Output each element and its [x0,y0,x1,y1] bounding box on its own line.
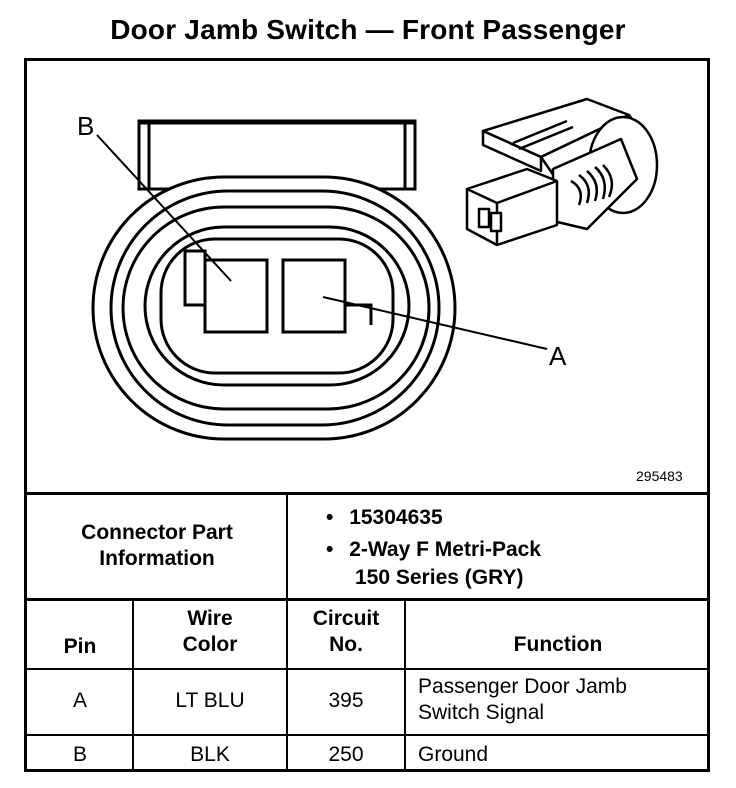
figure-number: 295483 [636,468,683,484]
header-wire-color: Wire Color [134,606,286,658]
header-circuit-line1: Circuit [312,607,380,630]
header-circuit: Circuit No. [288,606,404,658]
connector-info-bullet-2: • 2-Way F Metri-Pack [326,536,541,563]
header-function: Function [513,633,603,656]
connector-info-label-line1: Connector Part [81,521,233,544]
header-wire-color-line1: Wire [187,607,233,630]
rule-figure-bottom [24,492,710,495]
connector-info-label: Connector Part Information [28,520,286,572]
row-a-circuit: 395 [328,689,364,712]
header-circuit-line2: No. [329,633,363,656]
connector-description-line1: 2-Way F Metri-Pack [349,538,541,561]
callout-a-label: A [549,341,567,371]
connector-description-line2: 150 Series (GRY) [355,566,524,589]
connector-info-bullet-1: • 15304635 [326,504,443,531]
header-pin: Pin [63,635,97,658]
connector-info-label-line2: Information [99,547,215,570]
rule-col-circuit [404,600,406,770]
row-a-function-line1: Passenger Door Jamb [418,675,627,698]
rule-row-a-bottom [24,734,710,736]
callout-b-label: B [77,111,94,141]
row-b-function: Ground [418,743,489,766]
row-b-wire-color: BLK [190,743,230,766]
bullet-marker: • [326,506,334,529]
rule-info-split [286,494,288,770]
row-a-function-line2: Switch Signal [418,701,545,724]
row-a-wire-color: LT BLU [175,689,245,712]
connector-illustration: B A [27,61,707,493]
connector-face [91,119,457,441]
row-b-circuit: 250 [328,743,364,766]
part-number: 15304635 [349,506,443,529]
diagram-frame [24,58,710,772]
rule-connector-info-bottom [24,598,710,601]
row-a-pin: A [72,689,87,712]
callout-a-leader [322,296,548,350]
page-title: Door Jamb Switch — Front Passenger [110,14,626,45]
row-a-function: Passenger Door Jamb Switch Signal [418,674,627,726]
header-wire-color-line2: Color [182,633,238,656]
connector-iso-view [465,97,659,247]
callout-b-leader [96,134,232,282]
row-b-pin: B [72,743,87,766]
bullet-marker: • [326,538,334,561]
rule-col-pin [132,600,134,770]
rule-header-bottom [24,668,710,670]
